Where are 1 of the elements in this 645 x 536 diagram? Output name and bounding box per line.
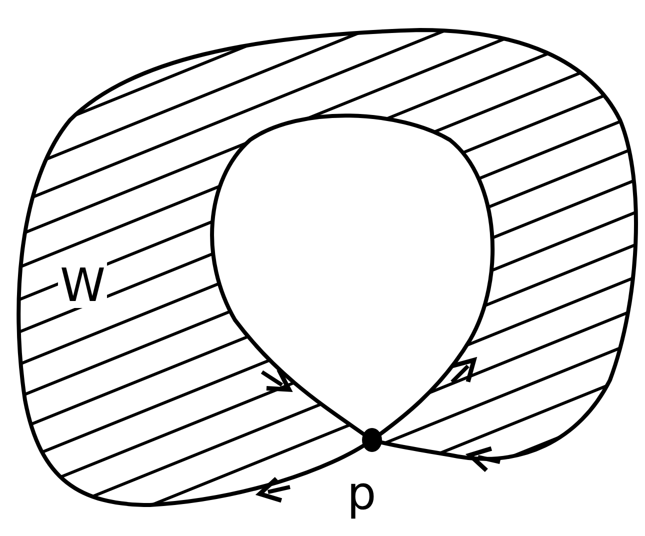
region-label: W	[58, 262, 108, 308]
